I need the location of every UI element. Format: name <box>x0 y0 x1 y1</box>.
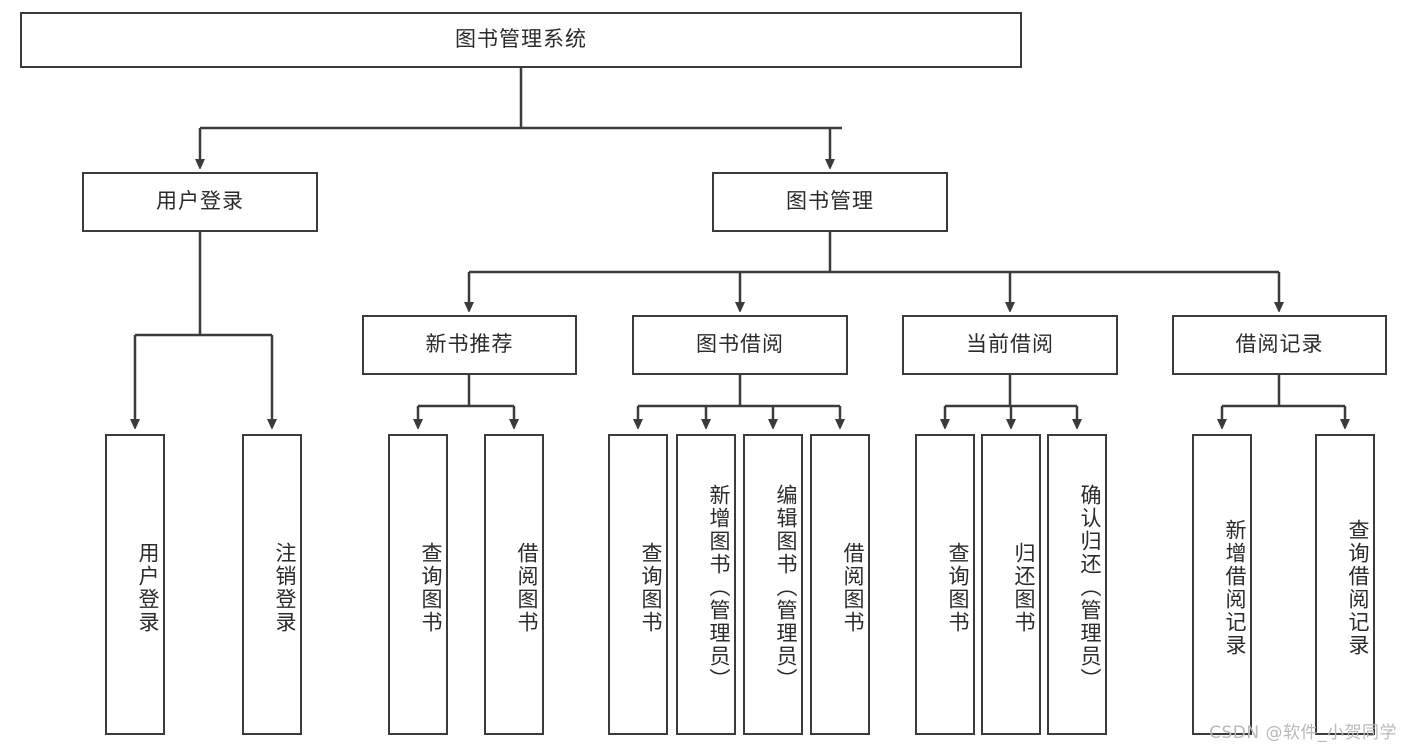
node-label: 用户登录 <box>156 189 244 214</box>
node-label: 新书推荐 <box>425 332 514 357</box>
node-label: 图书管理 <box>786 189 874 214</box>
leaf-user-login-logout[interactable]: 注销登录 <box>242 434 302 735</box>
leaf-user-login-login[interactable]: 用户登录 <box>105 434 165 735</box>
node-borrow-record[interactable]: 借阅记录 <box>1172 315 1387 375</box>
leaf-book-borrow-add-book-admin[interactable]: 新增图书（管理员） <box>676 434 736 735</box>
leaf-book-borrow-query-book[interactable]: 查询图书 <box>608 434 668 735</box>
connectors <box>135 68 1345 420</box>
node-label: 当前借阅 <box>966 332 1054 357</box>
leaf-book-borrow-borrow-book[interactable]: 借阅图书 <box>810 434 870 735</box>
leaf-new-book-borrow-book[interactable]: 借阅图书 <box>484 434 544 735</box>
leaf-current-borrow-confirm-return-admin[interactable]: 确认归还（管理员） <box>1047 434 1107 735</box>
node-book-management[interactable]: 图书管理 <box>712 172 948 232</box>
node-label: 编辑图书（管理员） <box>774 484 798 691</box>
node-label: 图书管理系统 <box>455 27 587 52</box>
node-label: 借阅记录 <box>1235 332 1324 357</box>
node-user-login[interactable]: 用户登录 <box>82 172 318 232</box>
node-label: 借阅图书 <box>841 541 865 634</box>
node-label: 图书借阅 <box>696 332 784 357</box>
node-label: 用户登录 <box>136 541 160 634</box>
node-label: 新增图书（管理员） <box>707 484 731 691</box>
leaf-current-borrow-query-book[interactable]: 查询图书 <box>915 434 975 735</box>
node-label: 查询图书 <box>946 541 970 634</box>
leaf-current-borrow-return-book[interactable]: 归还图书 <box>981 434 1041 735</box>
node-root-book-management-system[interactable]: 图书管理系统 <box>20 12 1022 68</box>
node-label: 确认归还（管理员） <box>1078 484 1102 691</box>
node-label: 查询借阅记录 <box>1346 518 1370 657</box>
node-label: 查询图书 <box>419 541 443 634</box>
node-new-book-recommend[interactable]: 新书推荐 <box>362 315 577 375</box>
node-book-borrow[interactable]: 图书借阅 <box>632 315 848 375</box>
node-label: 借阅图书 <box>515 541 539 634</box>
node-current-borrow[interactable]: 当前借阅 <box>902 315 1118 375</box>
node-label: 新增借阅记录 <box>1223 518 1247 657</box>
leaf-borrow-record-add-record[interactable]: 新增借阅记录 <box>1192 434 1252 735</box>
leaf-book-borrow-edit-book-admin[interactable]: 编辑图书（管理员） <box>743 434 803 735</box>
node-label: 注销登录 <box>273 541 297 634</box>
node-label: 归还图书 <box>1012 541 1036 634</box>
leaf-new-book-query-book[interactable]: 查询图书 <box>388 434 448 735</box>
node-label: 查询图书 <box>639 541 663 634</box>
leaf-borrow-record-query-record[interactable]: 查询借阅记录 <box>1315 434 1375 735</box>
